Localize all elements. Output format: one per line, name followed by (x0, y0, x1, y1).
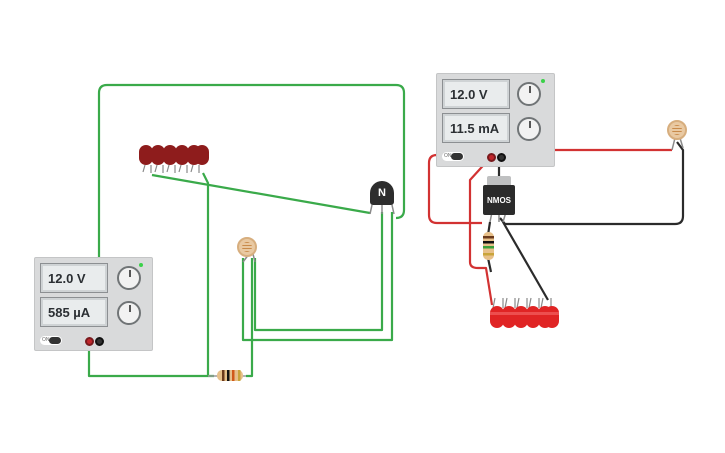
positive-terminal[interactable] (85, 337, 94, 346)
led-icon (490, 297, 559, 328)
voltage-knob[interactable] (517, 82, 541, 106)
cv-indicator (139, 263, 143, 267)
power-switch-label: ON (444, 153, 452, 159)
current-knob[interactable] (117, 301, 141, 325)
npn-transistor[interactable]: N (370, 181, 394, 205)
wire-resistor-led[interactable] (486, 257, 493, 273)
power-switch[interactable]: ON (40, 336, 62, 345)
nmos-label: NMOS (487, 195, 511, 205)
voltage-display: 12.0 V (40, 263, 108, 293)
resistor-left[interactable] (208, 370, 246, 381)
left-circuit-wires (87, 83, 406, 378)
led-array-right[interactable] (490, 297, 559, 328)
power-supply-left[interactable]: 12.0 V 585 µA ON (34, 257, 153, 351)
resistor-icon (208, 370, 246, 381)
wire-red-top[interactable] (427, 153, 490, 225)
photoresistor-right[interactable] (667, 120, 687, 140)
power-switch[interactable]: ON (442, 152, 464, 161)
wire-supply-red-loop[interactable] (87, 341, 214, 378)
wire-ldr-a[interactable] (241, 212, 394, 342)
current-display: 11.5 mA (442, 113, 510, 143)
resistor-icon (483, 232, 494, 260)
nmos-transistor[interactable]: NMOS (483, 185, 515, 215)
positive-terminal[interactable] (487, 153, 496, 162)
wire-black-led[interactable] (502, 221, 549, 301)
nmos-heatsink-tab (487, 176, 511, 185)
voltage-knob[interactable] (117, 266, 141, 290)
wire-led-to-transistor[interactable] (202, 172, 210, 376)
wire-red-to-led[interactable] (468, 157, 494, 306)
negative-terminal[interactable] (497, 153, 506, 162)
wire-ldr-b[interactable] (253, 212, 384, 332)
led-array-left[interactable] (139, 145, 209, 173)
photoresistor-left[interactable] (237, 237, 257, 257)
negative-terminal[interactable] (95, 337, 104, 346)
cv-indicator (541, 79, 545, 83)
power-supply-right[interactable]: 12.0 V 11.5 mA ON (436, 73, 555, 167)
voltage-display: 12.0 V (442, 79, 510, 109)
current-display: 585 µA (40, 297, 108, 327)
resistor-right[interactable] (483, 232, 494, 260)
transistor-label: N (378, 187, 386, 199)
wire-top-loop[interactable] (97, 83, 406, 341)
current-knob[interactable] (517, 117, 541, 141)
wire-black-ldr[interactable] (499, 141, 685, 226)
led-icon (139, 145, 209, 173)
wire-resistor-right[interactable] (246, 258, 254, 378)
power-switch-label: ON (42, 337, 50, 343)
wire-led-to-base[interactable] (151, 173, 371, 215)
